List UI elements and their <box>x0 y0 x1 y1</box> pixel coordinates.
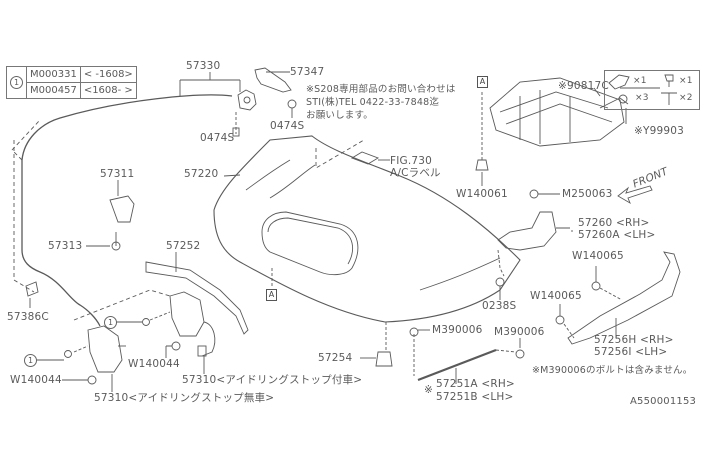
hood-scoop <box>261 211 359 276</box>
kit-bolt-qty: ×1 <box>679 76 693 86</box>
part-label-m390006[interactable]: M390006 <box>432 324 483 336</box>
kit-nut-qty: ×3 <box>635 93 649 103</box>
nut-icon <box>618 94 628 104</box>
part-label-57330[interactable]: 57330 <box>186 60 221 72</box>
under-cover <box>489 77 629 147</box>
front-arrow-icon <box>617 185 653 205</box>
ac-label-text: A/Cラベル <box>390 167 441 179</box>
kit-screw-qty: ×2 <box>679 93 693 103</box>
part-label-m250063[interactable]: M250063 <box>562 188 613 200</box>
diagram-id: A550001153 <box>630 396 697 407</box>
reference-table: 1 M000331 < -1608> M000457 <1608- > <box>6 66 137 99</box>
part-label-57220[interactable]: 57220 <box>184 168 219 180</box>
bolt-m250063-icon <box>529 189 539 199</box>
part-label-57311[interactable]: 57311 <box>100 168 135 180</box>
part-label-57251a[interactable]: 57251A <RH> <box>436 378 515 390</box>
part-label-m390006[interactable]: M390006 <box>494 326 545 338</box>
part-label-w140044[interactable]: W140044 <box>128 358 180 370</box>
part-label-57310-no-idling-stop[interactable]: 57310<アイドリングストップ無車> <box>94 392 275 404</box>
part-label-0474s[interactable]: 0474S <box>270 120 305 132</box>
part-label-57386c[interactable]: 57386C <box>7 311 49 323</box>
hood-stay-57256 <box>567 251 681 345</box>
seal-57252 <box>145 261 249 335</box>
sti-note-line1: ※S208専用部品のお問い合わせは <box>306 84 456 95</box>
ref-range: < -1608> <box>79 66 137 83</box>
part-label-0474s[interactable]: 0474S <box>200 132 235 144</box>
latch-57310-lower <box>87 325 126 373</box>
release-cable <box>21 94 233 327</box>
part-label-57313[interactable]: 57313 <box>48 240 83 252</box>
part-label-57256i[interactable]: 57256I <LH> <box>594 346 668 358</box>
clip-icon <box>475 159 489 171</box>
ref-range: <1608- > <box>79 82 137 99</box>
part-label-0238s[interactable]: 0238S <box>482 300 517 312</box>
hood-latch-icon <box>237 89 257 111</box>
reference-marker-a[interactable]: A <box>266 289 277 301</box>
clip-57386c-icon <box>25 281 39 297</box>
hood-support-rod <box>417 348 497 382</box>
reference-marker-a[interactable]: A <box>477 76 488 88</box>
part-label-57252[interactable]: 57252 <box>166 240 201 252</box>
nut-icon <box>287 99 297 109</box>
bolt-57313-icon <box>111 241 121 251</box>
part-label-w140044[interactable]: W140044 <box>10 374 62 386</box>
kit-contents-box: ×1 ×1 ×3 ×2 <box>604 70 700 110</box>
bracket-icon <box>608 74 630 90</box>
asterisk-mark: ※ <box>424 384 433 396</box>
bracket-57311 <box>109 195 135 223</box>
bumper-57254-icon <box>375 351 393 367</box>
bolt-icon <box>232 127 240 137</box>
kit-bracket-qty: ×1 <box>633 76 647 86</box>
part-label-57256h[interactable]: 57256H <RH> <box>594 334 674 346</box>
part-label-y99903[interactable]: ※Y99903 <box>634 125 685 137</box>
ref-marker-cell: 1 <box>6 66 27 99</box>
circle-marker-1[interactable]: 1 <box>104 316 117 329</box>
part-label-57347[interactable]: 57347 <box>290 66 325 78</box>
part-label-w140065[interactable]: W140065 <box>572 250 624 262</box>
part-label-w140065[interactable]: W140065 <box>530 290 582 302</box>
part-label-90817c[interactable]: ※90817C <box>558 80 609 92</box>
circle-marker: 1 <box>10 75 23 89</box>
bolt-exclusion-note: ※M390006のボルトは含みません。 <box>532 365 693 376</box>
circle-marker-1[interactable]: 1 <box>24 354 37 367</box>
ac-label-icon <box>350 151 380 165</box>
part-label-57260a[interactable]: 57260A <LH> <box>578 229 656 241</box>
screw-icon <box>661 92 677 105</box>
part-label-57254[interactable]: 57254 <box>318 352 353 364</box>
sti-note-line2: STI(株)TEL 0422-33-7848迄 <box>306 97 440 108</box>
part-label-57251b[interactable]: 57251B <LH> <box>436 391 514 403</box>
bolt-m390006-icon <box>409 327 419 337</box>
latch-57310-upper <box>169 291 216 357</box>
part-label-w140061[interactable]: W140061 <box>456 188 508 200</box>
sti-note-line3: お願いします。 <box>306 110 373 121</box>
hood-panel <box>213 135 521 323</box>
striker-icon <box>254 67 292 93</box>
ref-part[interactable]: M000331 <box>26 66 81 83</box>
part-label-57310-idling-stop[interactable]: 57310<アイドリングストップ付車> <box>182 374 363 386</box>
bolt-icon <box>664 74 674 87</box>
leader-57330 <box>179 72 241 96</box>
part-label-57260[interactable]: 57260 <RH> <box>578 217 650 229</box>
fig-reference-730[interactable]: FIG.730 <box>390 155 433 167</box>
bracket-57260 <box>497 211 557 251</box>
ref-part[interactable]: M000457 <box>26 82 81 99</box>
nut-0238s-icon <box>495 277 505 287</box>
